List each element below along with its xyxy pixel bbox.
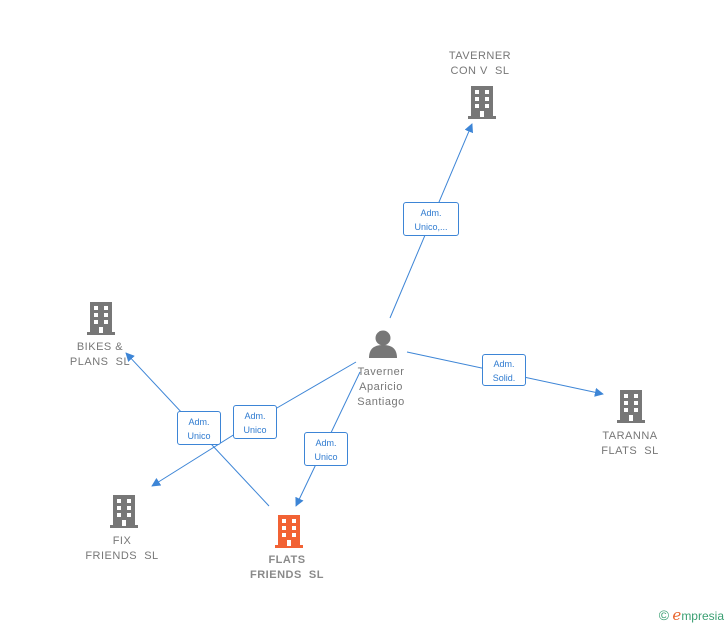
brand-logo: © empresia	[659, 606, 724, 624]
edge-label-to-fix: Adm. Unico	[233, 405, 277, 439]
edge-label-to-bikes: Adm. Unico	[177, 411, 221, 445]
node-label-bikes-plans[interactable]: BIKES & PLANS SL	[69, 341, 131, 368]
node-label-taranna-flats[interactable]: TARANNA FLATS SL	[601, 430, 659, 457]
edge-label-to-taverner: Adm. Unico,...	[403, 202, 459, 236]
node-label-flats-friends[interactable]: FLATS FRIENDS SL	[250, 554, 324, 581]
building-icon	[110, 495, 138, 528]
node-label-taverner-con-v[interactable]: TAVERNER CON V SL	[448, 50, 512, 77]
building-icon	[468, 86, 496, 119]
edge-label-to-flats: Adm. Unico	[304, 432, 348, 466]
building-icon-highlighted	[275, 515, 303, 548]
node-label-fix-friends[interactable]: FIX FRIENDS SL	[85, 535, 159, 562]
brand-initial: e	[672, 606, 682, 624]
node-label-person[interactable]: Taverner Aparicio Santiago	[357, 366, 405, 408]
building-icon	[87, 302, 115, 335]
brand-name: mpresia	[681, 609, 724, 623]
copyright-icon: ©	[658, 607, 670, 623]
edge-label-to-taranna: Adm. Solid.	[482, 354, 526, 386]
building-icon	[617, 390, 645, 423]
person-icon	[369, 330, 397, 358]
